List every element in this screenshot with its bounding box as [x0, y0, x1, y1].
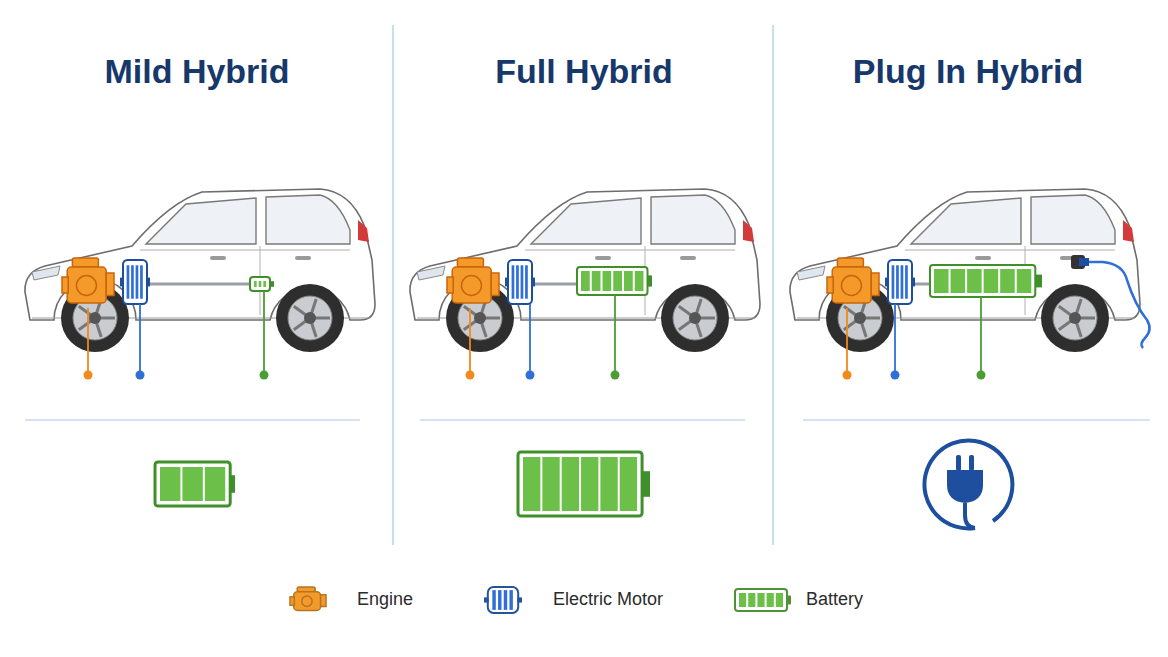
panel-rules: [25, 25, 1150, 545]
car-illustration: [410, 189, 760, 380]
panel-title: Mild Hybrid: [104, 52, 289, 91]
legend-swatch: [482, 583, 544, 617]
legend-swatch: [733, 583, 795, 617]
car-illustration: [790, 189, 1150, 380]
legend-swatch: [288, 583, 350, 617]
panel-title: Plug In Hybrid: [853, 52, 1083, 91]
battery-level-symbols: [155, 452, 650, 516]
legend-text: Electric Motor: [553, 589, 663, 610]
legend-text: Battery: [806, 589, 863, 610]
panel-title: Full Hybrid: [495, 52, 673, 91]
legend-text: Engine: [357, 589, 413, 610]
plug-symbol: [924, 440, 1012, 528]
car-illustration: [25, 189, 375, 380]
